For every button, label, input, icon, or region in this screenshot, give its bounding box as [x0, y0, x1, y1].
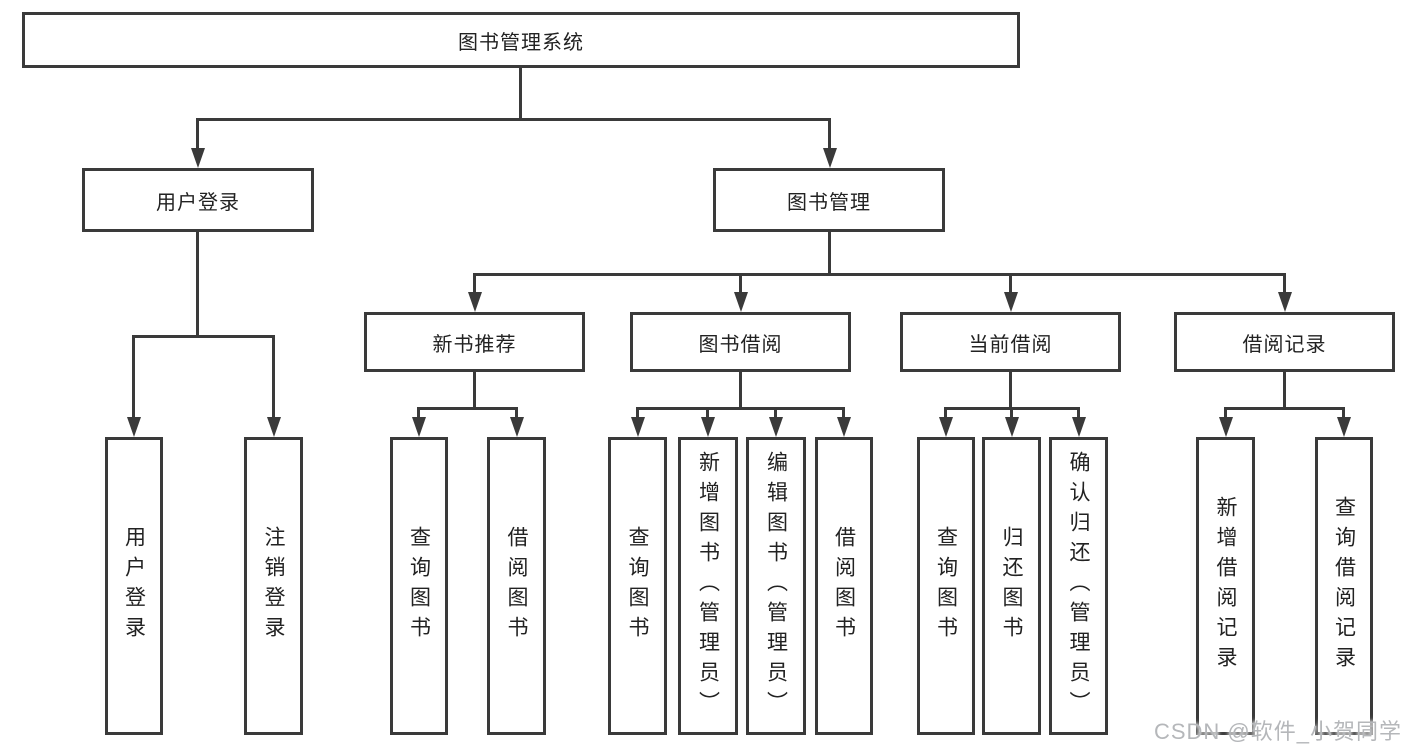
node-borrowing-records: 借阅记录: [1174, 312, 1395, 372]
connector-line: [842, 407, 845, 421]
connector-line: [828, 232, 831, 273]
connector-line: [473, 273, 476, 294]
node-label: 图书借阅: [698, 333, 783, 356]
leaf-label: 查询借阅记录: [1332, 496, 1356, 676]
connector-line: [417, 407, 420, 421]
leaf-label: 归还图书: [1000, 526, 1023, 646]
leaf-borrowing-query-book: 查询图书: [608, 437, 667, 735]
connector-line: [944, 407, 947, 421]
arrowhead-down-icon: [468, 292, 482, 312]
connector-line: [473, 372, 476, 407]
connector-line: [1224, 407, 1227, 421]
leaf-logout-login: 注销登录: [244, 437, 303, 735]
arrowhead-down-icon: [412, 417, 426, 437]
leaf-current-return-book: 归还图书: [982, 437, 1041, 735]
leaf-label: 查询图书: [934, 526, 958, 646]
node-user-login: 用户登录: [82, 168, 314, 232]
node-label: 当前借阅: [968, 333, 1053, 356]
leaf-borrowing-borrow-book: 借阅图书: [815, 437, 873, 735]
arrowhead-down-icon: [1337, 417, 1351, 437]
leaf-records-add-borrow-record: 新增借阅记录: [1196, 437, 1255, 735]
connector-line: [636, 407, 845, 410]
connector-line: [196, 118, 831, 121]
arrowhead-down-icon: [631, 417, 645, 437]
connector-line: [519, 68, 522, 118]
arrowhead-down-icon: [510, 417, 524, 437]
leaf-label: 查询图书: [626, 526, 649, 646]
leaf-label: 注销登录: [262, 526, 285, 646]
arrowhead-down-icon: [1278, 292, 1292, 312]
connector-line: [1009, 372, 1012, 407]
node-label: 图书管理: [787, 191, 871, 214]
connector-line: [828, 118, 831, 150]
node-label: 新书推荐: [432, 333, 517, 356]
leaf-label: 查询图书: [407, 526, 431, 646]
arrowhead-down-icon: [1004, 292, 1018, 312]
connector-line: [1010, 407, 1013, 421]
leaf-label: 用户登录: [122, 526, 146, 646]
arrowhead-down-icon: [769, 417, 783, 437]
arrowhead-down-icon: [127, 417, 141, 437]
arrowhead-down-icon: [1219, 417, 1233, 437]
leaf-label: 新增借阅记录: [1214, 496, 1237, 676]
node-library-management-system: 图书管理系统: [22, 12, 1020, 68]
leaf-records-query-borrow-record: 查询借阅记录: [1315, 437, 1373, 735]
arrowhead-down-icon: [267, 417, 281, 437]
leaf-label: 借阅图书: [505, 526, 528, 646]
connector-line: [196, 232, 199, 335]
connector-line: [515, 407, 518, 421]
leaf-label: 借阅图书: [832, 526, 856, 646]
connector-line: [272, 335, 275, 419]
leaf-borrowing-add-book-admin: 新增图书（管理员）: [678, 437, 738, 735]
leaf-label: 确认归还（管理员）: [1067, 451, 1090, 721]
connector-line: [1224, 407, 1345, 410]
connector-line: [706, 407, 709, 421]
arrowhead-down-icon: [823, 148, 837, 168]
arrowhead-down-icon: [837, 417, 851, 437]
connector-line: [1342, 407, 1345, 421]
connector-line: [1077, 407, 1080, 421]
connector-line: [196, 118, 199, 150]
connector-line: [1009, 273, 1012, 294]
leaf-user-login: 用户登录: [105, 437, 163, 735]
connector-line: [132, 335, 135, 419]
arrowhead-down-icon: [1005, 417, 1019, 437]
leaf-recommend-query-book: 查询图书: [390, 437, 448, 735]
node-current-borrowing: 当前借阅: [900, 312, 1121, 372]
connector-line: [636, 407, 639, 421]
csdn-watermark: CSDN @软件_小贺同学: [1153, 719, 1402, 744]
leaf-borrowing-edit-book-admin: 编辑图书（管理员）: [746, 437, 806, 735]
node-label: 借阅记录: [1242, 333, 1327, 356]
leaf-label: 编辑图书（管理员）: [764, 451, 788, 721]
connector-line: [1283, 372, 1286, 407]
connector-line: [132, 335, 275, 338]
connector-line: [473, 273, 1285, 276]
leaf-label: 新增图书（管理员）: [696, 451, 720, 721]
node-new-book-recommendation: 新书推荐: [364, 312, 585, 372]
node-book-management: 图书管理: [713, 168, 945, 232]
arrowhead-down-icon: [939, 417, 953, 437]
leaf-recommend-borrow-book: 借阅图书: [487, 437, 546, 735]
node-label: 图书管理系统: [458, 31, 584, 54]
arrowhead-down-icon: [701, 417, 715, 437]
node-label: 用户登录: [156, 191, 240, 214]
leaf-current-confirm-return-admin: 确认归还（管理员）: [1049, 437, 1108, 735]
arrowhead-down-icon: [734, 292, 748, 312]
connector-line: [739, 273, 742, 294]
leaf-current-query-book: 查询图书: [917, 437, 975, 735]
connector-line: [774, 407, 777, 421]
node-book-borrowing: 图书借阅: [630, 312, 851, 372]
arrowhead-down-icon: [191, 148, 205, 168]
connector-line: [1283, 273, 1286, 294]
arrowhead-down-icon: [1072, 417, 1086, 437]
connector-line: [417, 407, 518, 410]
connector-line: [739, 372, 742, 407]
